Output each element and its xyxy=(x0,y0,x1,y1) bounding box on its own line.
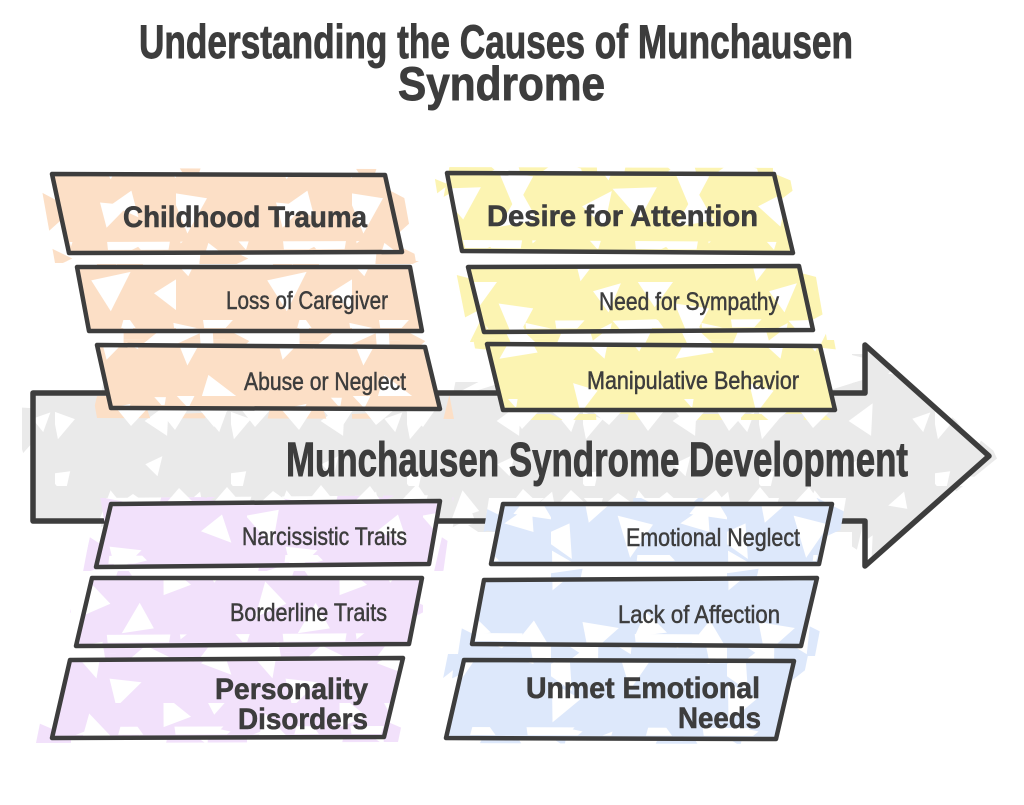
svg-text:Disorders: Disorders xyxy=(238,703,368,736)
svg-text:Childhood Trauma: Childhood Trauma xyxy=(123,201,367,234)
svg-text:Emotional Neglect: Emotional Neglect xyxy=(626,524,800,552)
svg-text:Narcissistic Traits: Narcissistic Traits xyxy=(242,523,407,551)
svg-text:Unmet Emotional: Unmet Emotional xyxy=(526,672,760,705)
svg-text:Need for Sympathy: Need for Sympathy xyxy=(599,288,779,316)
svg-text:Lack of Affection: Lack of Affection xyxy=(618,601,780,629)
svg-text:Abuse or Neglect: Abuse or Neglect xyxy=(244,368,406,396)
svg-text:Understanding the Causes of Mu: Understanding the Causes of Munchausen xyxy=(139,15,853,68)
svg-text:Needs: Needs xyxy=(678,702,761,735)
svg-text:Loss of Caregiver: Loss of Caregiver xyxy=(226,287,388,315)
svg-text:Munchausen Syndrome Developmen: Munchausen Syndrome Development xyxy=(286,434,908,487)
svg-text:Desire for Attention: Desire for Attention xyxy=(487,200,758,233)
svg-text:Syndrome: Syndrome xyxy=(398,57,605,110)
svg-text:Borderline Traits: Borderline Traits xyxy=(230,599,387,627)
svg-text:Personality: Personality xyxy=(215,673,368,706)
svg-text:Manipulative Behavior: Manipulative Behavior xyxy=(587,367,799,395)
